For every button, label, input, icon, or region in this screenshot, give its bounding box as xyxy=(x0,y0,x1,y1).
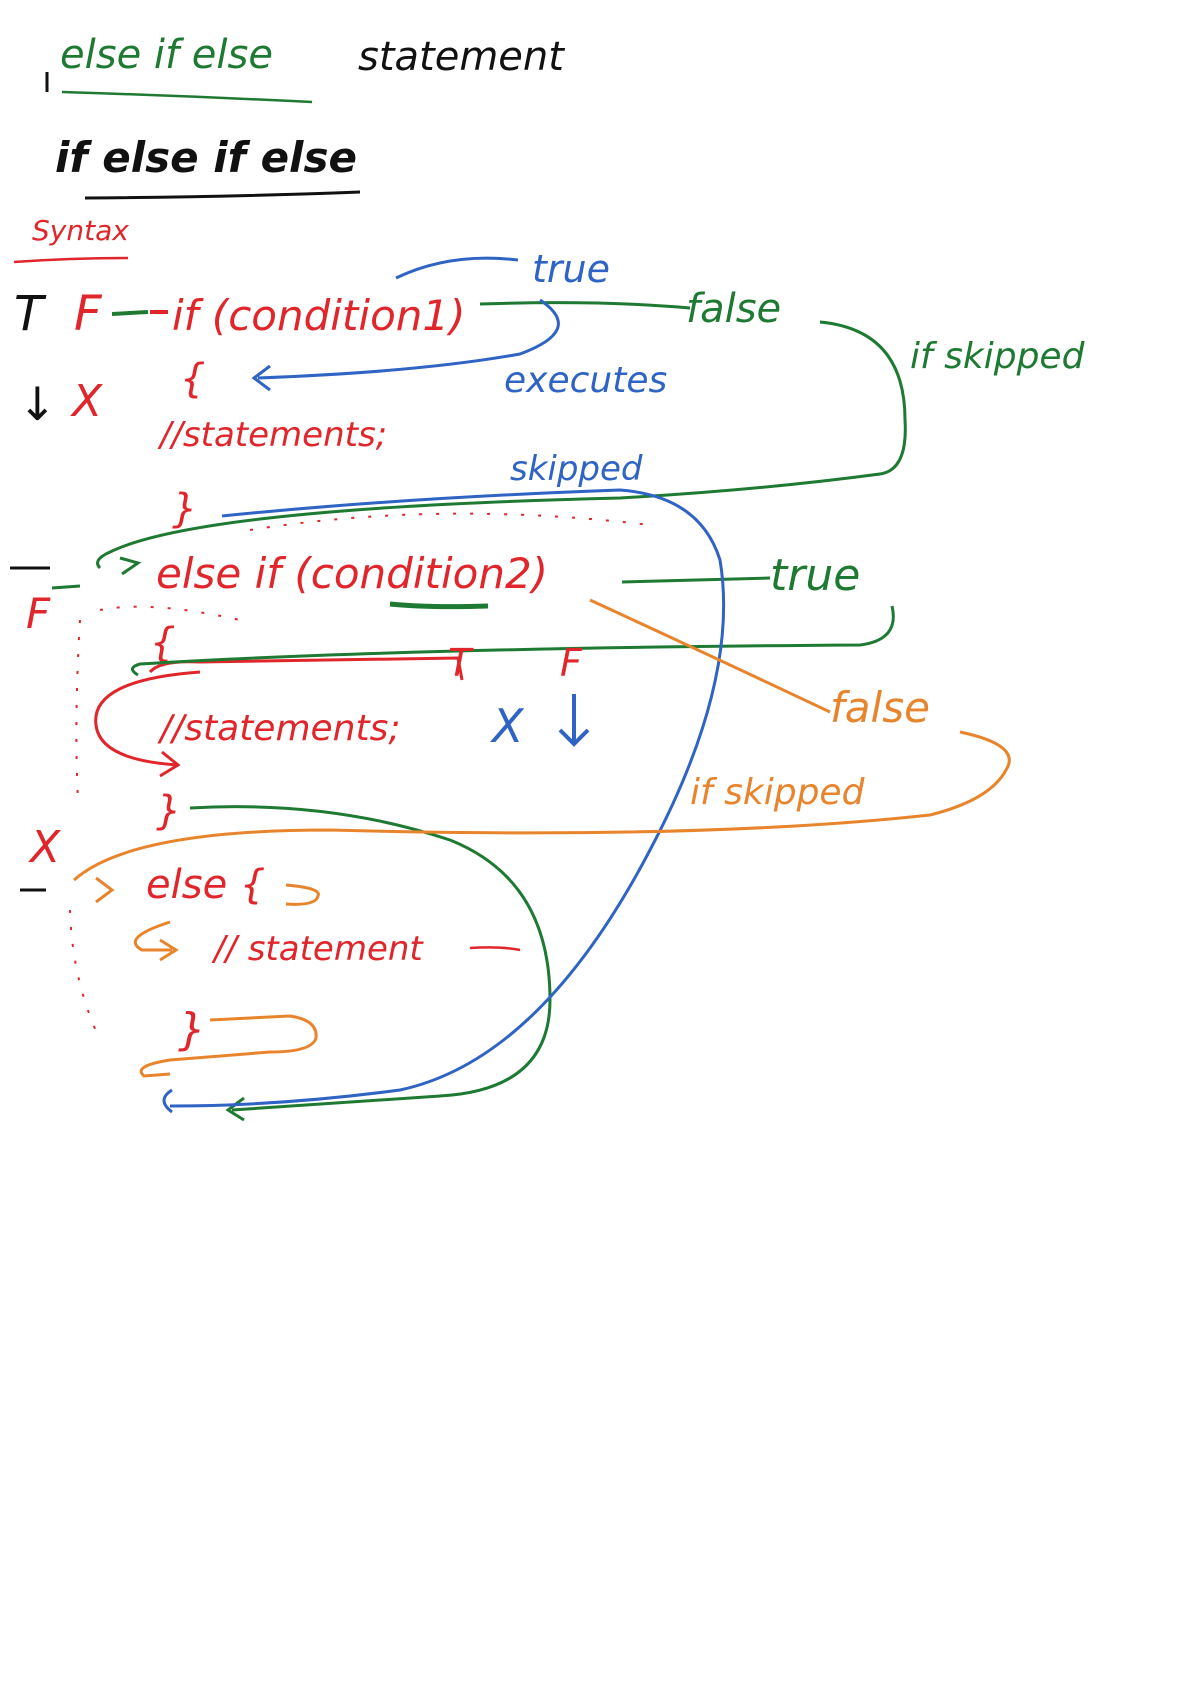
annotation-true-1: true xyxy=(532,247,610,291)
code-statement-3-tail xyxy=(469,946,521,952)
orange-close-arrow xyxy=(139,1014,318,1078)
heading: else if else statement if else if else xyxy=(45,32,565,200)
dotted-guide-2 xyxy=(75,619,81,801)
heading-line2-underline xyxy=(84,190,361,200)
dotted-guide-1 xyxy=(249,512,651,531)
marker-elseif-F: F xyxy=(26,589,51,638)
orange-skip-path xyxy=(73,730,1011,882)
annotation-down-arrow-2 xyxy=(558,694,590,747)
orange-false-line xyxy=(589,598,831,714)
blue-flow xyxy=(162,256,726,1114)
marker-if-F: F xyxy=(74,286,103,342)
green-true-line xyxy=(621,576,771,584)
marker-if-x: X xyxy=(70,376,103,427)
blue-executes-path xyxy=(257,298,560,380)
annotation-if-skipped-2: if skipped xyxy=(690,772,866,813)
orange-else-brace xyxy=(285,883,320,906)
code-if-line: if (condition1) xyxy=(172,291,466,340)
annotation-X-2: X xyxy=(490,699,525,753)
blue-skip-arrowhead xyxy=(162,1088,173,1114)
blue-executes-arrowhead xyxy=(251,364,271,392)
red-loop-arrowhead xyxy=(159,750,181,778)
marker-if-dash xyxy=(111,310,149,316)
heading-underline-green xyxy=(61,90,313,104)
annotation-false-2: false xyxy=(830,683,930,732)
heading-part1: else if else xyxy=(60,32,273,78)
annotation-false-1: false xyxy=(686,286,781,332)
green-end-path xyxy=(189,805,552,1112)
orange-flow xyxy=(73,598,1011,1078)
code-statements-3: // statement xyxy=(211,929,424,969)
left-markers: T F ↓ X F X xyxy=(10,286,168,892)
orange-stmt-arrowhead xyxy=(159,938,179,962)
annotation-T-2: T xyxy=(448,641,474,685)
orange-skip-arrowhead xyxy=(95,876,115,904)
annotations: true false executes if skipped skipped t… xyxy=(448,247,1086,813)
blue-skip-path xyxy=(169,488,726,1108)
code-close-brace-2: } xyxy=(156,788,181,834)
dotted-guide-4 xyxy=(99,605,241,621)
syntax-label: Syntax xyxy=(13,214,129,264)
marker-else-x: X xyxy=(28,822,61,873)
code-open-brace-2: { xyxy=(150,620,175,666)
code-else-line: else { xyxy=(146,862,265,908)
green-skip-arrowhead xyxy=(119,556,142,576)
annotation-true-2: true xyxy=(770,550,860,601)
code-block: if (condition1) { //statements; } else i… xyxy=(146,291,548,1055)
orange-stmt-arrow xyxy=(133,920,172,952)
code-elseif-line: else if (condition2) xyxy=(156,549,548,598)
annotation-executes: executes xyxy=(504,360,667,401)
green-end-arrowhead xyxy=(225,1096,245,1122)
green-true-return xyxy=(131,605,895,677)
marker-if-T: T xyxy=(14,286,47,342)
code-statements-1: //statements; xyxy=(157,415,387,455)
green-skip-path xyxy=(96,320,907,570)
dotted-guides xyxy=(69,512,651,1041)
code-statements-2: //statements; xyxy=(157,708,401,749)
code-open-brace-1: { xyxy=(180,356,205,402)
annotation-F-2: F xyxy=(560,641,583,685)
code-condition2-underline xyxy=(389,601,489,610)
blue-true-arc xyxy=(395,256,519,280)
dotted-guide-3 xyxy=(69,909,101,1041)
syntax-underline xyxy=(13,256,129,264)
heading-part2: statement xyxy=(358,34,565,80)
code-close-brace-3: } xyxy=(178,1004,206,1055)
heading-line2: if else if else xyxy=(55,133,357,182)
syntax-text: Syntax xyxy=(32,214,129,247)
annotation-skipped: skipped xyxy=(510,449,643,489)
green-flow xyxy=(96,301,907,1122)
red-loop-arrow xyxy=(94,670,201,767)
code-close-brace-1: } xyxy=(172,486,197,532)
annotation-if-skipped-1: if skipped xyxy=(910,336,1086,377)
marker-if-down: ↓ xyxy=(18,377,57,431)
green-false-line xyxy=(479,301,691,310)
marker-elseif-dash2 xyxy=(51,584,81,590)
